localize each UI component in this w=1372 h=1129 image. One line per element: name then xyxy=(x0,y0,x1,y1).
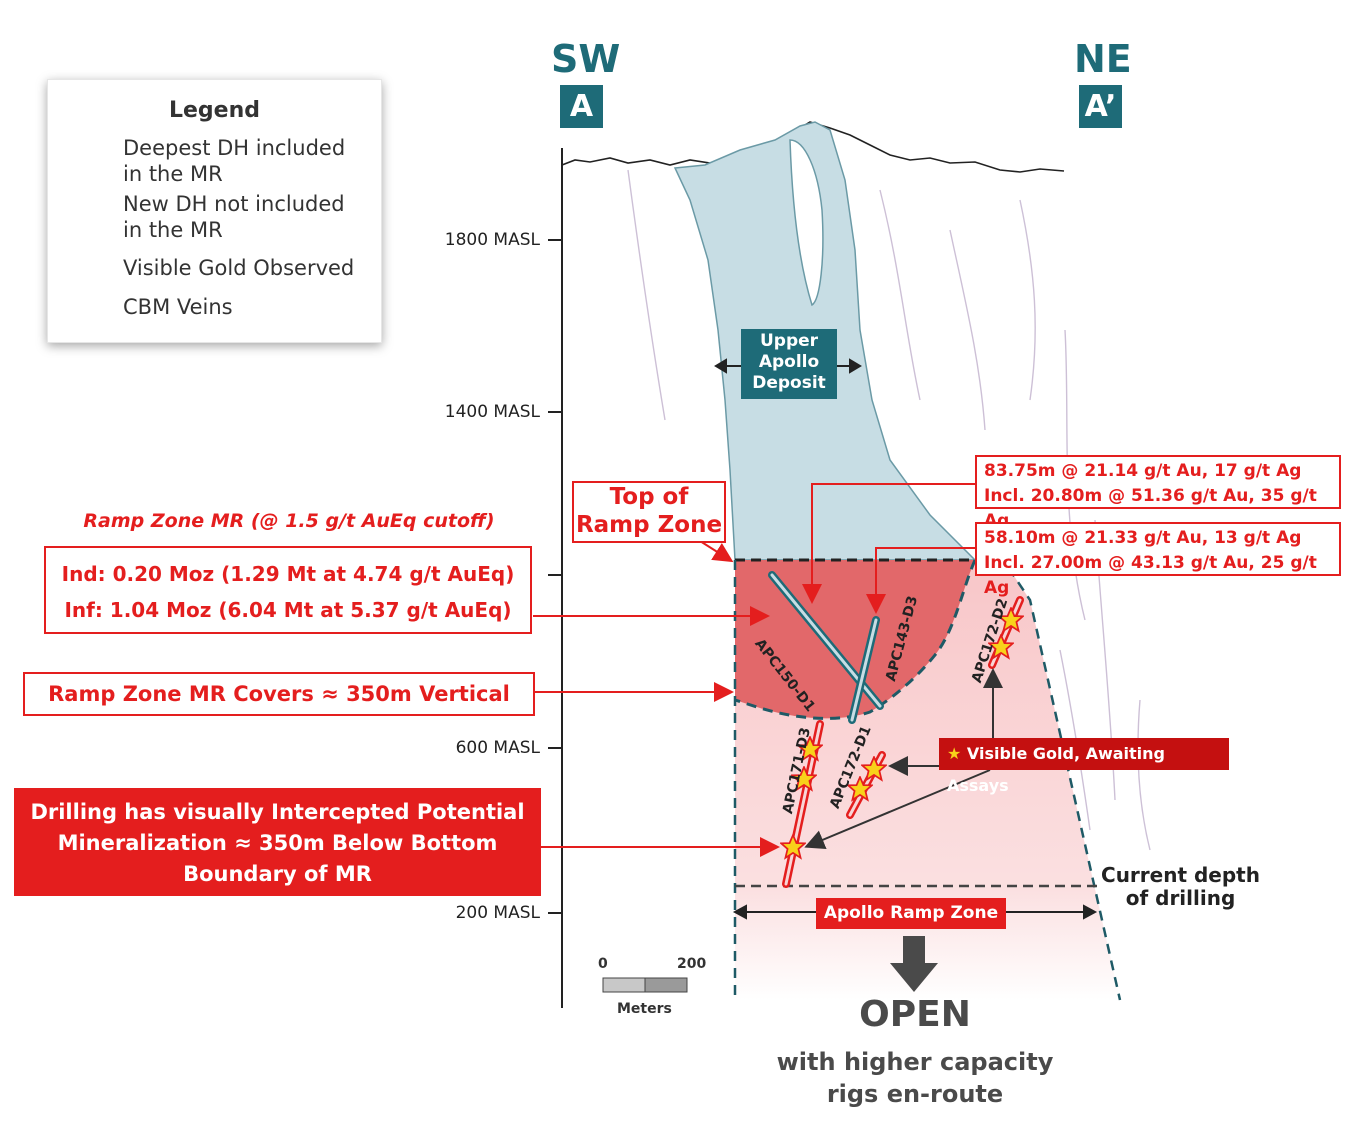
legend-text-line: Deepest DH included xyxy=(123,136,346,160)
legend-text-line: New DH not included xyxy=(123,192,345,216)
label-line: Top of xyxy=(609,484,689,510)
star-icon: ★ xyxy=(947,744,962,763)
legend-item-new-dh: New DH not included in the MR xyxy=(123,191,345,243)
legend-item-visible-gold: Visible Gold Observed xyxy=(123,256,355,280)
axis-ticks xyxy=(548,239,562,914)
mr-covers-vertical-label: Ramp Zone MR Covers ≈ 350m Vertical xyxy=(23,672,535,716)
elevation-label: 1400 MASL xyxy=(444,402,540,422)
resource-estimate-box: Ind: 0.20 Moz (1.29 Mt at 4.74 g/t AuEq)… xyxy=(44,546,532,634)
legend-item-deepest-dh: Deepest DH included in the MR xyxy=(123,135,345,187)
label-line: with higher capacity xyxy=(776,1048,1054,1076)
label-line: Drilling has visually Intercepted Potent… xyxy=(30,800,525,824)
upper-apollo-deposit-label: Upper Apollo Deposit xyxy=(741,329,837,399)
scale-max-label: 200 xyxy=(677,956,707,972)
assay-line: Incl. 27.00m @ 43.13 g/t Au, 25 g/t Ag xyxy=(984,553,1317,598)
legend-title: Legend xyxy=(168,98,261,123)
apollo-ramp-zone-label: Apollo Ramp Zone xyxy=(816,898,1006,929)
assay-result-apc150: 83.75m @ 21.14 g/t Au, 17 g/t Ag Incl. 2… xyxy=(975,455,1341,531)
label-line: rigs en-route xyxy=(826,1080,1004,1108)
visible-gold-awaiting-assays-label: ★ Visible Gold, Awaiting Assays xyxy=(939,738,1229,795)
scale-bar xyxy=(602,977,688,993)
section-a-label: A xyxy=(560,85,603,128)
elevation-label: 1800 MASL xyxy=(444,230,540,250)
mr-boundary-dash xyxy=(734,559,977,720)
legend-panel: Legend Deepest DH included in the MR New… xyxy=(47,79,382,343)
ne-direction-label: NE xyxy=(1074,37,1132,81)
teal-drillholes xyxy=(768,571,884,724)
legend-text-line: in the MR xyxy=(123,162,223,186)
label-line: Boundary of MR xyxy=(183,862,372,886)
assay-line: 58.10m @ 21.33 g/t Au, 13 g/t Ag xyxy=(984,528,1302,548)
section-a-prime-label: A’ xyxy=(1079,85,1122,128)
legend-item-cbm-veins: CBM Veins xyxy=(123,295,233,319)
assay-line: 83.75m @ 21.14 g/t Au, 17 g/t Ag xyxy=(984,461,1302,481)
elevation-label: 200 MASL xyxy=(455,903,540,923)
red-callout-arrows xyxy=(533,483,980,857)
label-line: Upper xyxy=(759,331,819,351)
scale-unit-label: Meters xyxy=(617,1001,672,1017)
inferred-resource: Inf: 1.04 Moz (6.04 Mt at 5.37 g/t AuEq) xyxy=(64,598,512,622)
indicated-resource: Ind: 0.20 Moz (1.29 Mt at 4.74 g/t AuEq) xyxy=(61,562,515,586)
label-line: of drilling xyxy=(1125,886,1236,910)
visible-gold-arrows xyxy=(804,668,1003,850)
current-depth-label: Current depth of drilling xyxy=(1098,864,1263,910)
open-subtitle: with higher capacity rigs en-route xyxy=(740,1046,1090,1110)
label-line: Deposit xyxy=(752,373,826,393)
label-line: Mineralization ≈ 350m Below Bottom xyxy=(57,831,498,855)
label-line: Apollo xyxy=(758,352,820,372)
scale-min-label: 0 xyxy=(598,956,608,972)
label-text: Visible Gold, Awaiting Assays xyxy=(947,744,1166,795)
label-line: Current depth xyxy=(1101,863,1260,887)
elevation-label: 600 MASL xyxy=(455,738,540,758)
assay-result-apc143: 58.10m @ 21.33 g/t Au, 13 g/t Ag Incl. 2… xyxy=(975,522,1341,598)
ramp-zone-mr-title: Ramp Zone MR (@ 1.5 g/t AuEq cutoff) xyxy=(83,510,495,532)
sw-direction-label: SW xyxy=(551,37,621,81)
open-title: OPEN xyxy=(859,994,971,1035)
intercept-mineralization-box: Drilling has visually Intercepted Potent… xyxy=(14,788,541,896)
legend-text-line: in the MR xyxy=(123,218,223,242)
open-down-arrow xyxy=(890,936,938,992)
label-line: Ramp Zone xyxy=(575,512,723,538)
top-of-ramp-zone-label: Top of Ramp Zone xyxy=(572,481,726,543)
